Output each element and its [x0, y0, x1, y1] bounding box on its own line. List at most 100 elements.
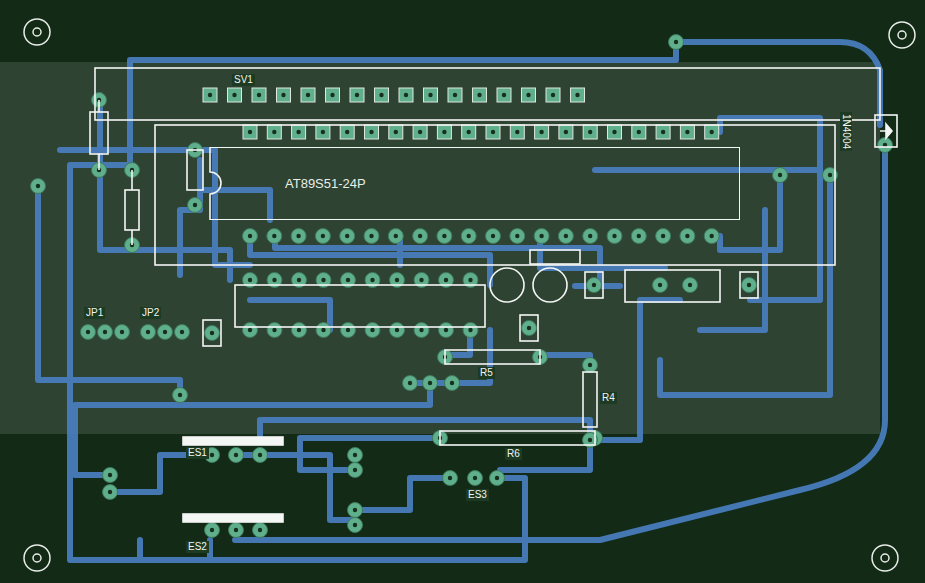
solder-pad — [559, 125, 573, 139]
silkscreen-label: JP2 — [140, 307, 161, 319]
solder-pad — [463, 323, 478, 338]
solder-pad — [443, 471, 458, 486]
solder-pad — [607, 229, 622, 244]
solder-pad — [229, 448, 244, 463]
solder-pad — [292, 125, 306, 139]
solder-pad — [103, 468, 118, 483]
solder-pad — [81, 325, 96, 340]
solder-pad — [388, 229, 403, 244]
solder-pad — [316, 125, 330, 139]
solder-pad — [653, 278, 668, 293]
solder-pad — [31, 179, 46, 194]
solder-pad — [390, 323, 405, 338]
solder-pad — [468, 471, 483, 486]
silkscreen-label: ES3 — [466, 489, 489, 501]
solder-pad — [587, 278, 602, 293]
solder-pad — [316, 323, 331, 338]
solder-pad — [103, 485, 118, 500]
solder-pad — [680, 125, 694, 139]
solder-pad — [326, 88, 340, 102]
solder-pad — [229, 523, 244, 538]
ic-outline: AT89S51-24P — [210, 147, 740, 220]
solder-pad — [583, 125, 597, 139]
solder-pad — [267, 323, 282, 338]
solder-pad — [486, 229, 501, 244]
solder-pad — [267, 229, 282, 244]
copper-traces — [38, 42, 885, 560]
silkscreen — [90, 68, 897, 522]
solder-pad — [424, 88, 438, 102]
solder-pad — [389, 125, 403, 139]
solder-pad — [448, 88, 462, 102]
silkscreen-label: JP1 — [84, 307, 105, 319]
solder-pad — [742, 278, 757, 293]
silkscreen-label: R6 — [505, 448, 522, 460]
solder-pad — [348, 448, 363, 463]
solder-pad — [680, 229, 695, 244]
solder-pad — [253, 448, 268, 463]
solder-pad — [243, 125, 257, 139]
solder-pad — [583, 229, 598, 244]
solder-pad — [486, 125, 500, 139]
solder-pad — [98, 325, 113, 340]
solder-pad — [437, 125, 451, 139]
solder-pad — [173, 388, 188, 403]
solder-pad — [413, 229, 428, 244]
solder-pad — [340, 229, 355, 244]
mounting-holes — [24, 19, 915, 571]
solder-pad — [228, 88, 242, 102]
solder-pad — [546, 88, 560, 102]
solder-pad — [365, 323, 380, 338]
silkscreen-label: ES2 — [186, 541, 209, 553]
solder-pad — [399, 88, 413, 102]
solder-pad — [558, 229, 573, 244]
solder-pad — [522, 321, 537, 336]
part-name: AT89S51-24P — [285, 176, 366, 191]
solder-pad — [583, 358, 598, 373]
silkscreen-label: SV1 — [232, 74, 255, 86]
solder-pad — [364, 229, 379, 244]
solder-pad — [141, 325, 156, 340]
solder-pad — [350, 88, 364, 102]
solder-pad — [315, 229, 330, 244]
copper-pads — [31, 35, 893, 538]
solder-pad — [510, 125, 524, 139]
solder-pad — [205, 326, 220, 341]
solder-pad — [277, 88, 291, 102]
solder-pad — [439, 323, 454, 338]
solder-pad — [243, 323, 258, 338]
solder-pad — [522, 88, 536, 102]
solder-pad — [878, 138, 893, 153]
solder-pad — [348, 503, 363, 518]
silkscreen-label: ES1 — [186, 447, 209, 459]
solder-pad — [253, 523, 268, 538]
solder-pad — [437, 229, 452, 244]
solder-pad — [669, 35, 684, 50]
solder-pad — [267, 125, 281, 139]
solder-pad — [773, 168, 788, 183]
solder-pad — [462, 125, 476, 139]
solder-pad — [188, 198, 203, 213]
solder-pad — [705, 125, 719, 139]
solder-pad — [704, 229, 719, 244]
silkscreen-label: R4 — [600, 392, 617, 404]
solder-pad — [535, 125, 549, 139]
solder-pad — [683, 278, 698, 293]
solder-pad — [175, 325, 190, 340]
solder-pad — [631, 229, 646, 244]
solder-pad — [348, 463, 363, 478]
solder-pad — [291, 229, 306, 244]
solder-pad — [301, 88, 315, 102]
solder-pad — [510, 229, 525, 244]
solder-pad — [252, 88, 266, 102]
solder-pad — [340, 125, 354, 139]
solder-pad — [365, 125, 379, 139]
solder-pad — [656, 125, 670, 139]
solder-pad — [292, 323, 307, 338]
solder-pad — [473, 88, 487, 102]
solder-pad — [461, 229, 476, 244]
solder-pad — [414, 323, 429, 338]
